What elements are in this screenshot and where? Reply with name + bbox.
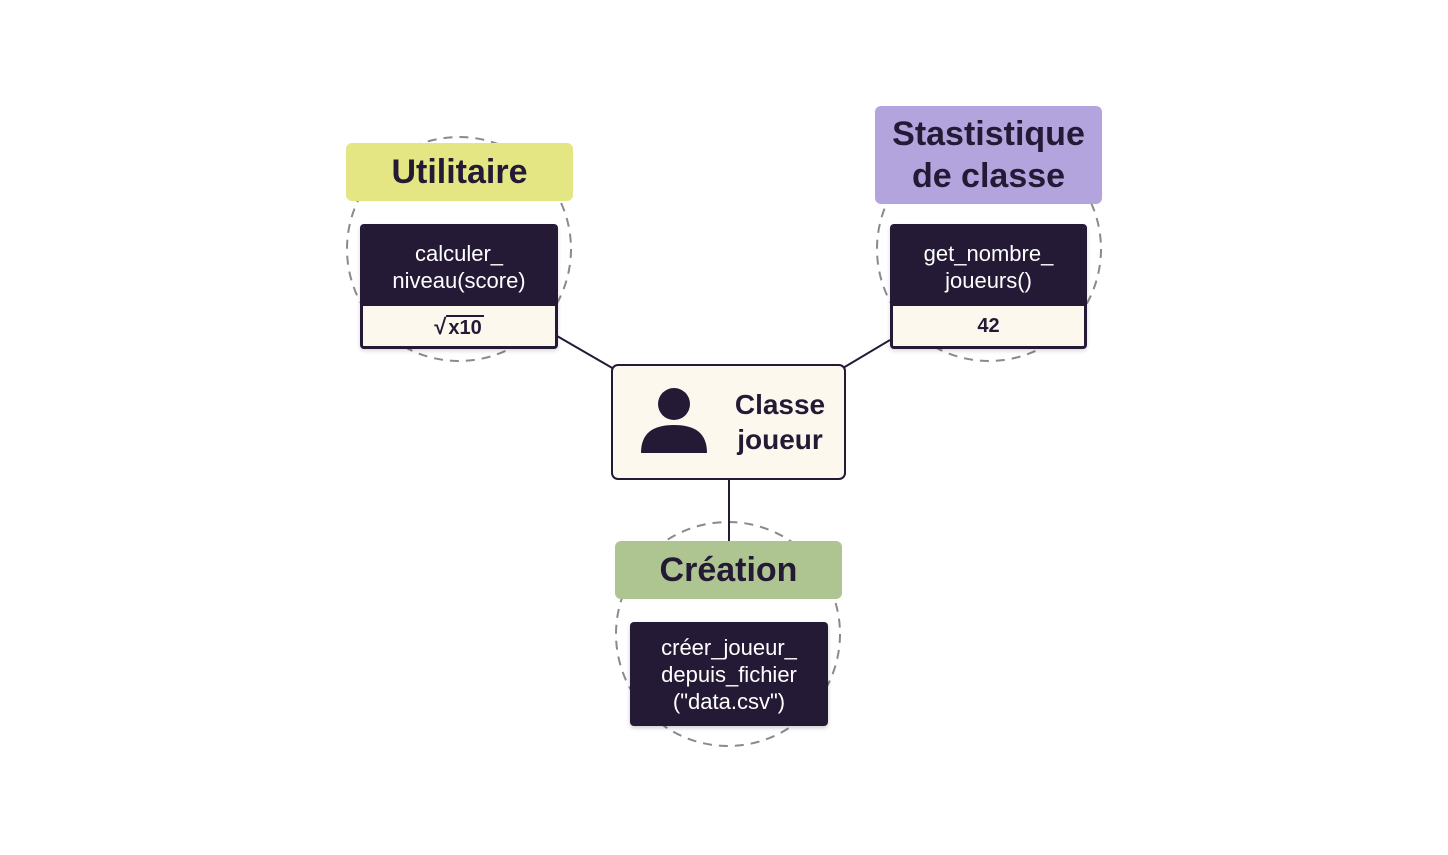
creation-method-card: créer_joueur_ depuis_fichier ("data.csv"…: [630, 622, 828, 726]
statistique-tag: Stastistique de classe: [875, 106, 1102, 204]
statistique-method-result: 42: [893, 306, 1084, 346]
class-joueur-card: Classe joueur: [611, 364, 846, 480]
creation-method-name: créer_joueur_ depuis_fichier ("data.csv"…: [630, 622, 828, 726]
utilitaire-result-value: x10: [446, 314, 484, 339]
square-root-icon: √x10: [434, 313, 484, 339]
creation-tag: Création: [615, 541, 842, 599]
utilitaire-method-card: calculer_ niveau(score) √x10: [360, 224, 558, 349]
connector-statistique: [842, 339, 891, 369]
statistique-method-name: get_nombre_ joueurs(): [893, 227, 1084, 306]
connector-utilitaire: [556, 335, 615, 370]
class-joueur-label: Classe joueur: [734, 389, 826, 455]
utilitaire-dashed-circle: [346, 136, 572, 362]
statistique-method-card: get_nombre_ joueurs() 42: [890, 224, 1087, 349]
utilitaire-method-name: calculer_ niveau(score): [363, 227, 555, 306]
creation-dashed-circle: [615, 521, 841, 747]
statistique-dashed-circle: [876, 136, 1102, 362]
user-icon: [641, 388, 707, 453]
utilitaire-method-result: √x10: [363, 306, 555, 346]
square-root-sign: √: [434, 313, 447, 339]
utilitaire-tag: Utilitaire: [346, 143, 573, 201]
